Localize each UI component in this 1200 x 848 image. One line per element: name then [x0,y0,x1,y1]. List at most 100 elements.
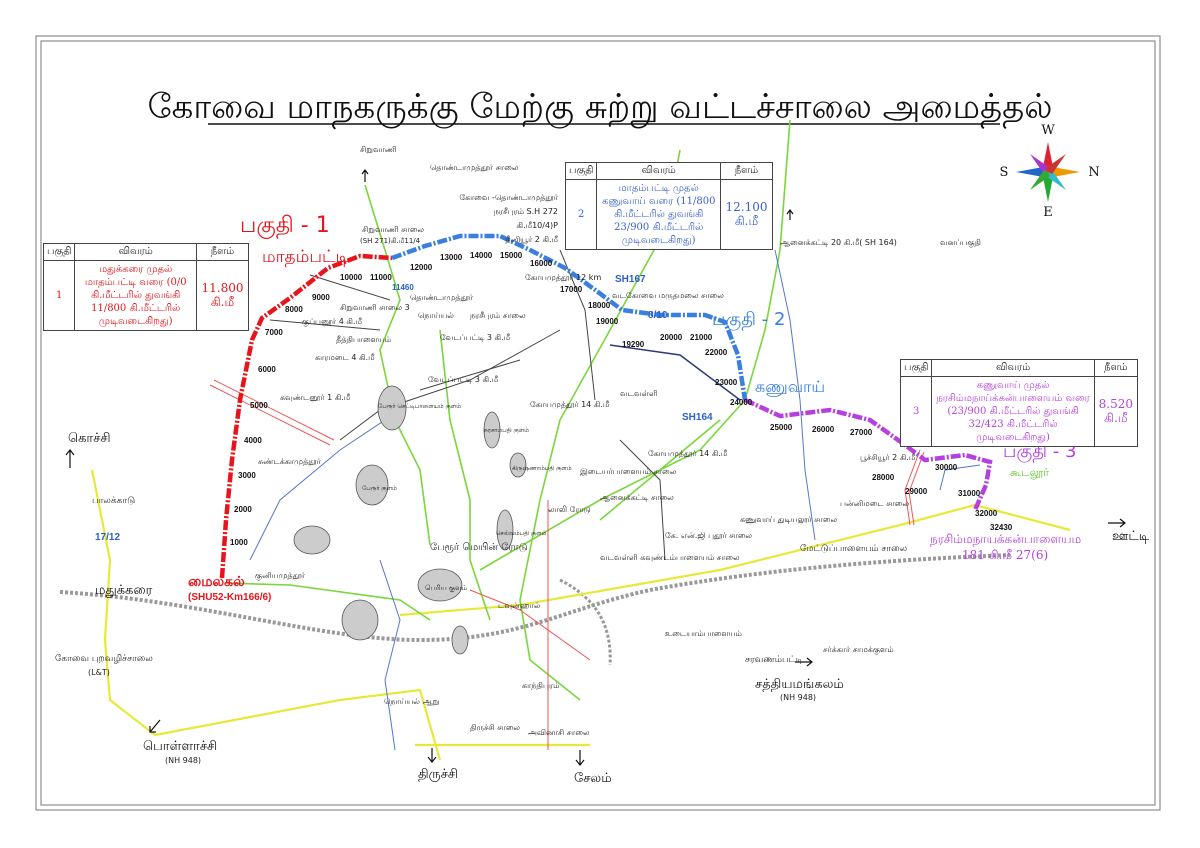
place-label: மேட்டுப்பாளையம் சாலை [800,544,907,554]
place-label: டவுன்ஹால் [498,601,541,610]
chainage-label: 24000 [730,398,753,407]
place-label: கே. என்.ஜி புதூர் சாலை [665,531,752,541]
place-label: சிறுவாணி சாலை 3 [340,303,410,313]
direction-arrows [65,169,1126,766]
end-ref: 181 கி.மீ 27(6) [962,548,1048,562]
place-label: (L&T) [88,668,110,677]
chainage-label: 14000 [470,251,493,260]
arrow-down-icon [575,750,585,766]
place-label: நொய்யல் ஆறு [384,697,439,707]
arrow-up-icon [65,449,75,468]
chainage-label: 21000 [690,333,713,342]
map-title: கோவை மாநகருக்கு மேற்கு சுற்று வட்டச்சாலை… [147,87,1052,129]
road-code-label: 8/10 [648,310,668,321]
place-label: பொள்ளாச்சி [143,739,217,754]
place-label: கி.மீ10/4)P [517,221,559,230]
compass-n: N [1088,165,1099,180]
place-label: கவுண்டனூர் 1 கி.மீ [280,393,351,403]
chainage-label: 3000 [238,471,256,480]
place-label: குனியமுத்தூர் [255,571,306,581]
place-label: சிறுவாணி சாலை [362,225,424,235]
place-label: பன்னிமடை சாலை [840,499,909,508]
place-label: ஊட்டி [1112,529,1150,544]
place-label: வடகோவை மருதமலை சாலை [612,291,724,301]
place-labels: கொச்சி பாலக்காடு மதுக்கரை கோவை புறவழிச்ச… [55,145,1150,786]
chainage-label: 23000 [715,378,738,387]
table-header: பகுதி [564,162,598,180]
table-header: நீளம் [1093,359,1139,377]
place-label: ஆனைக்கட்டி சாலை [600,493,674,502]
road-code-label: SH164 [682,412,713,423]
local-roads [269,249,666,561]
place-label: சர்க்கார் சாமக்குளம் [823,645,894,655]
chainage-label: 5000 [250,401,268,410]
phase-number: 3 [899,376,933,447]
chainage-label: 12000 [410,263,433,272]
place-label: கோயமுத்தூர் 14 கி.மீ [530,400,610,410]
place-label: உடையாம்பாளையம் [665,629,742,638]
chainage-label: 31000 [958,489,981,498]
place-label: கணுவாய் துடியலூர் சாலை [740,515,837,525]
chainage-label: 18000 [588,301,611,310]
place-label: திருச்சி சாலை [470,723,520,733]
place-label: வனப்பகுதி [940,238,981,248]
chainage-label: 28000 [872,473,895,482]
start-ref: (SHU52-Km166/6) [188,592,271,603]
table-header: விவரம் [931,359,1095,377]
arrow-down-left-icon [149,719,161,733]
table-header: நீளம் [195,243,250,261]
table-header: பகுதி [42,243,76,261]
table-header: விவரம் [74,243,197,261]
chainage-label: 16000 [530,259,553,268]
place-label: தீத்திபாளையம் [336,335,391,344]
table-header: நீளம் [719,162,774,180]
place-label: சுண்டக்காமுத்தூர் [258,457,322,467]
lakes [293,385,527,655]
place-label: ஆனைக்கட்டி 20 கி.மீ( SH 164) [780,238,897,247]
place-label: மதுக்கரை [95,583,153,598]
place-label: வடவள்ளி [620,389,658,398]
chainage-label: 8000 [285,305,303,314]
place-label: வேடப்பட்டி 3 கி.மீ [440,333,511,342]
phase3-route [744,397,993,511]
phase-length: 12.100 கி.மீ [719,179,774,250]
rivers [249,249,981,751]
phase3-place: கூடலூர் [1010,466,1049,479]
yellow-roads [90,469,1071,761]
frame-outer [35,35,1161,811]
red-roads [209,379,925,750]
chainage-label: 4000 [244,436,262,445]
chainage-label: 6000 [258,365,276,374]
chainage-label: 32000 [975,509,998,518]
place-label: காரமடை 4 கி.மீ [315,353,375,362]
phase2-label: பகுதி - 2 [712,309,785,331]
chainage-label: 13000 [440,253,463,262]
place-label: இடையர்பாளையம் சாலை [580,467,677,477]
arrow-right-icon [1108,518,1126,528]
place-label: சத்தியமங்கலம் [755,677,844,692]
place-label: காந்திபுரம் [522,681,560,690]
place-label: நரசீபுரம் S.H 272 [494,207,558,216]
chainage-label: 9000 [312,293,330,302]
table-header: பகுதி [899,359,933,377]
railway-line [59,553,1011,643]
phase-length: 11.800 கி.மீ [195,260,250,331]
compass-s: S [1000,165,1009,180]
road-codes: SH167 SH164 8/10 17/12 [95,274,713,543]
place-label: பாலக்காடு [92,496,135,506]
place-label: கொச்சி [68,431,111,446]
place-label: கோயமுத்தூர் 14 கி.மீ [648,449,728,459]
railway-branch [559,578,612,666]
chainage-label: 30000 [935,463,958,472]
compass-w: W [1041,123,1055,138]
arrow-down-icon [427,748,437,763]
place-label: கிருஷ்ணாம்பதி குளம் [512,465,572,473]
place-label: குப்பனூர் 4 கி.மீ [302,317,362,327]
place-label: பேரூர் மெயின் ரோடு [430,542,528,553]
place-label: திருச்சி [418,767,458,782]
phase2-route [391,233,748,401]
